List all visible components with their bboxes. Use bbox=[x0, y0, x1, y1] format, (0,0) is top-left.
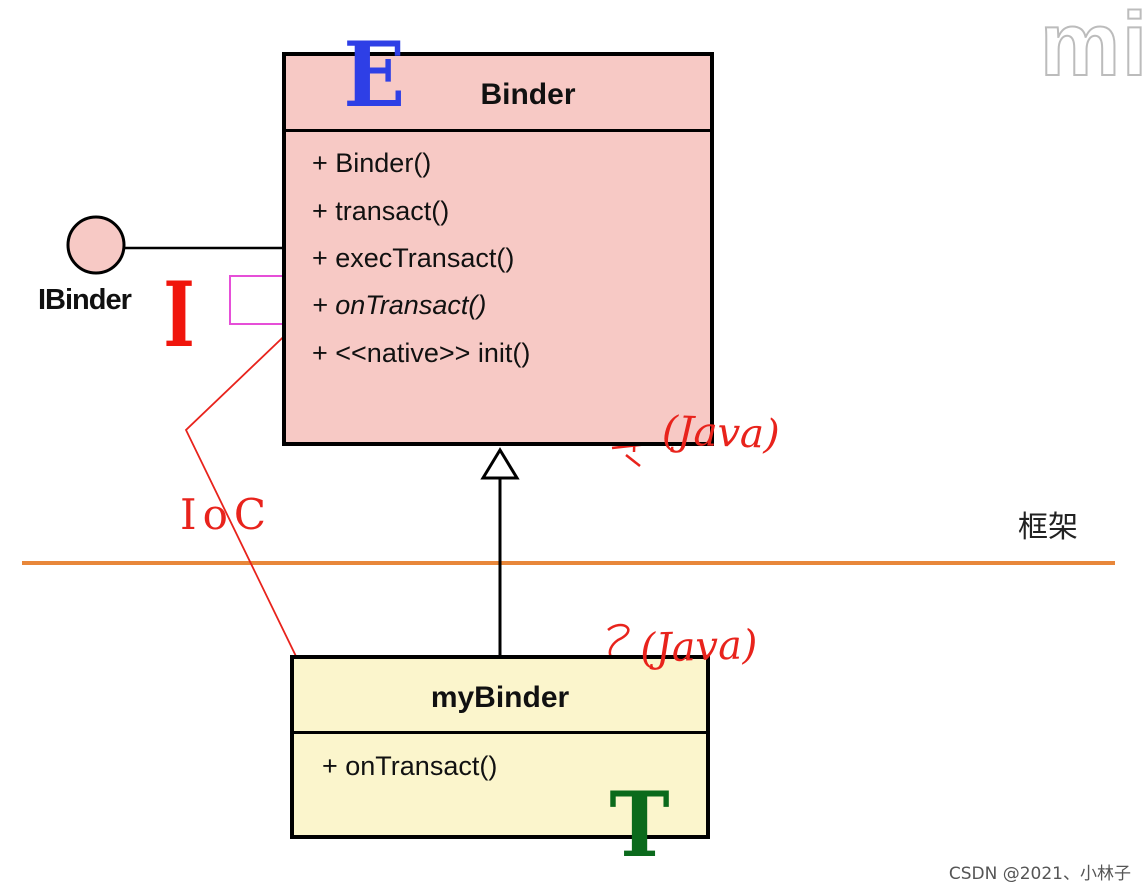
interface-label: IBinder bbox=[38, 284, 132, 316]
binder-member-exectransact: + execTransact() bbox=[312, 243, 515, 273]
ioc-arrow bbox=[184, 299, 345, 756]
inheritance-arrowhead bbox=[480, 447, 520, 480]
layer-label: 框架 bbox=[1018, 510, 1078, 545]
ioc-annotation: IoC bbox=[180, 490, 273, 539]
binder-member-constructor: + Binder() bbox=[312, 148, 432, 178]
letter-e-mark: E bbox=[343, 22, 406, 128]
watermark-logo: mi bbox=[1039, 0, 1147, 96]
binder-class-title: Binder bbox=[480, 78, 576, 111]
mybinder-member-ontransact: + onTransact() bbox=[322, 751, 498, 781]
binder-member-init: + <<native>> init() bbox=[312, 338, 531, 368]
binder-class-box: Binder + Binder() + transact() + execTra… bbox=[282, 52, 714, 446]
mybinder-class-box: myBinder + onTransact() bbox=[290, 655, 710, 839]
mybinder-class-header: myBinder bbox=[294, 659, 706, 734]
binder-member-ontransact: + onTransact() bbox=[312, 290, 487, 320]
java-annotation-1: (Java) bbox=[661, 407, 781, 459]
java-annotation-2: (Java) bbox=[639, 621, 759, 673]
letter-i-mark: I bbox=[163, 262, 195, 368]
interface-circle bbox=[66, 215, 126, 275]
credit-watermark: CSDN @2021、小林子 bbox=[948, 864, 1131, 884]
binder-member-transact: + transact() bbox=[312, 196, 450, 226]
letter-t-mark: T bbox=[609, 772, 670, 878]
binder-class-header: Binder bbox=[286, 56, 710, 132]
mybinder-class-title: myBinder bbox=[430, 681, 570, 714]
